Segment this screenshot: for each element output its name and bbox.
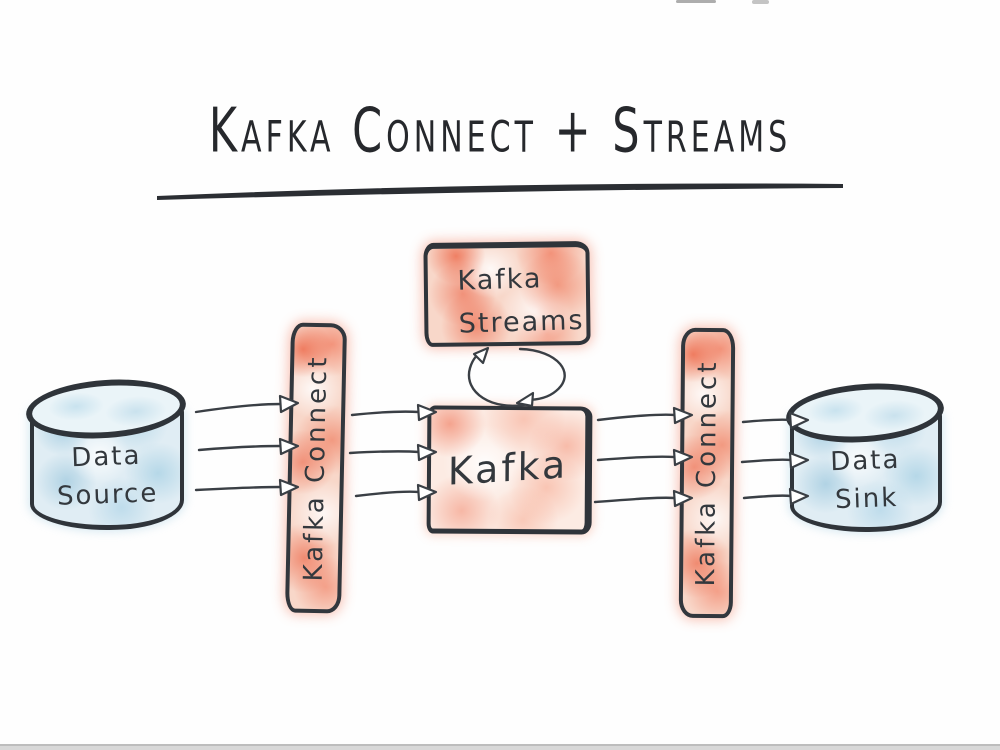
data-source-label: Data Source [25, 435, 190, 517]
data-sink-label-line2: Sink [834, 482, 899, 516]
arrow-line [354, 490, 421, 498]
arrow-line [194, 402, 283, 414]
cycle-arc-right [518, 347, 566, 402]
cycle-arc-left [467, 348, 531, 407]
cycle-arrowhead-down [515, 391, 535, 408]
node-kafka-connect-right: Kafka Connect [678, 327, 736, 619]
kafka-connect-left-label: Kafka Connect [298, 354, 334, 582]
data-source-label-line1: Data [70, 440, 142, 474]
arrow-line [740, 458, 793, 464]
arrow-line [350, 410, 421, 417]
kafka-streams-label-line2: Streams [458, 304, 585, 340]
node-kafka: Kafka [426, 405, 593, 535]
arrow-line [742, 494, 793, 500]
arrow-line [593, 496, 677, 504]
kafka-streams-label-line1: Kafka [457, 263, 543, 297]
kafka-streams-label: Kafka Streams [457, 256, 585, 346]
arrow-line [194, 485, 283, 492]
arrow-line [596, 455, 677, 462]
bottom-edge-strip [0, 744, 1000, 750]
data-sink-label-line1: Data [829, 444, 901, 478]
diagram-title: Kafka Connect + Streams [208, 96, 792, 167]
arrow-line [741, 418, 793, 424]
arrow-line [596, 413, 677, 422]
title-underline [157, 183, 843, 200]
data-sink-label: Data Sink [785, 439, 948, 521]
kafka-label: Kafka [447, 442, 569, 494]
ink-smudge [676, 0, 716, 3]
node-data-sink: Data Sink [784, 378, 948, 532]
ink-smudge [752, 0, 769, 4]
node-kafka-connect-left: Kafka Connect [284, 322, 348, 614]
data-source-label-line2: Source [56, 478, 159, 512]
cycle-arrowhead-up [472, 346, 490, 365]
arrow-line [197, 444, 283, 452]
arrow-line [348, 450, 421, 455]
node-kafka-streams: Kafka Streams [423, 240, 591, 348]
kafka-connect-right-label: Kafka Connect [691, 359, 723, 587]
node-data-source: Data Source [24, 374, 190, 530]
